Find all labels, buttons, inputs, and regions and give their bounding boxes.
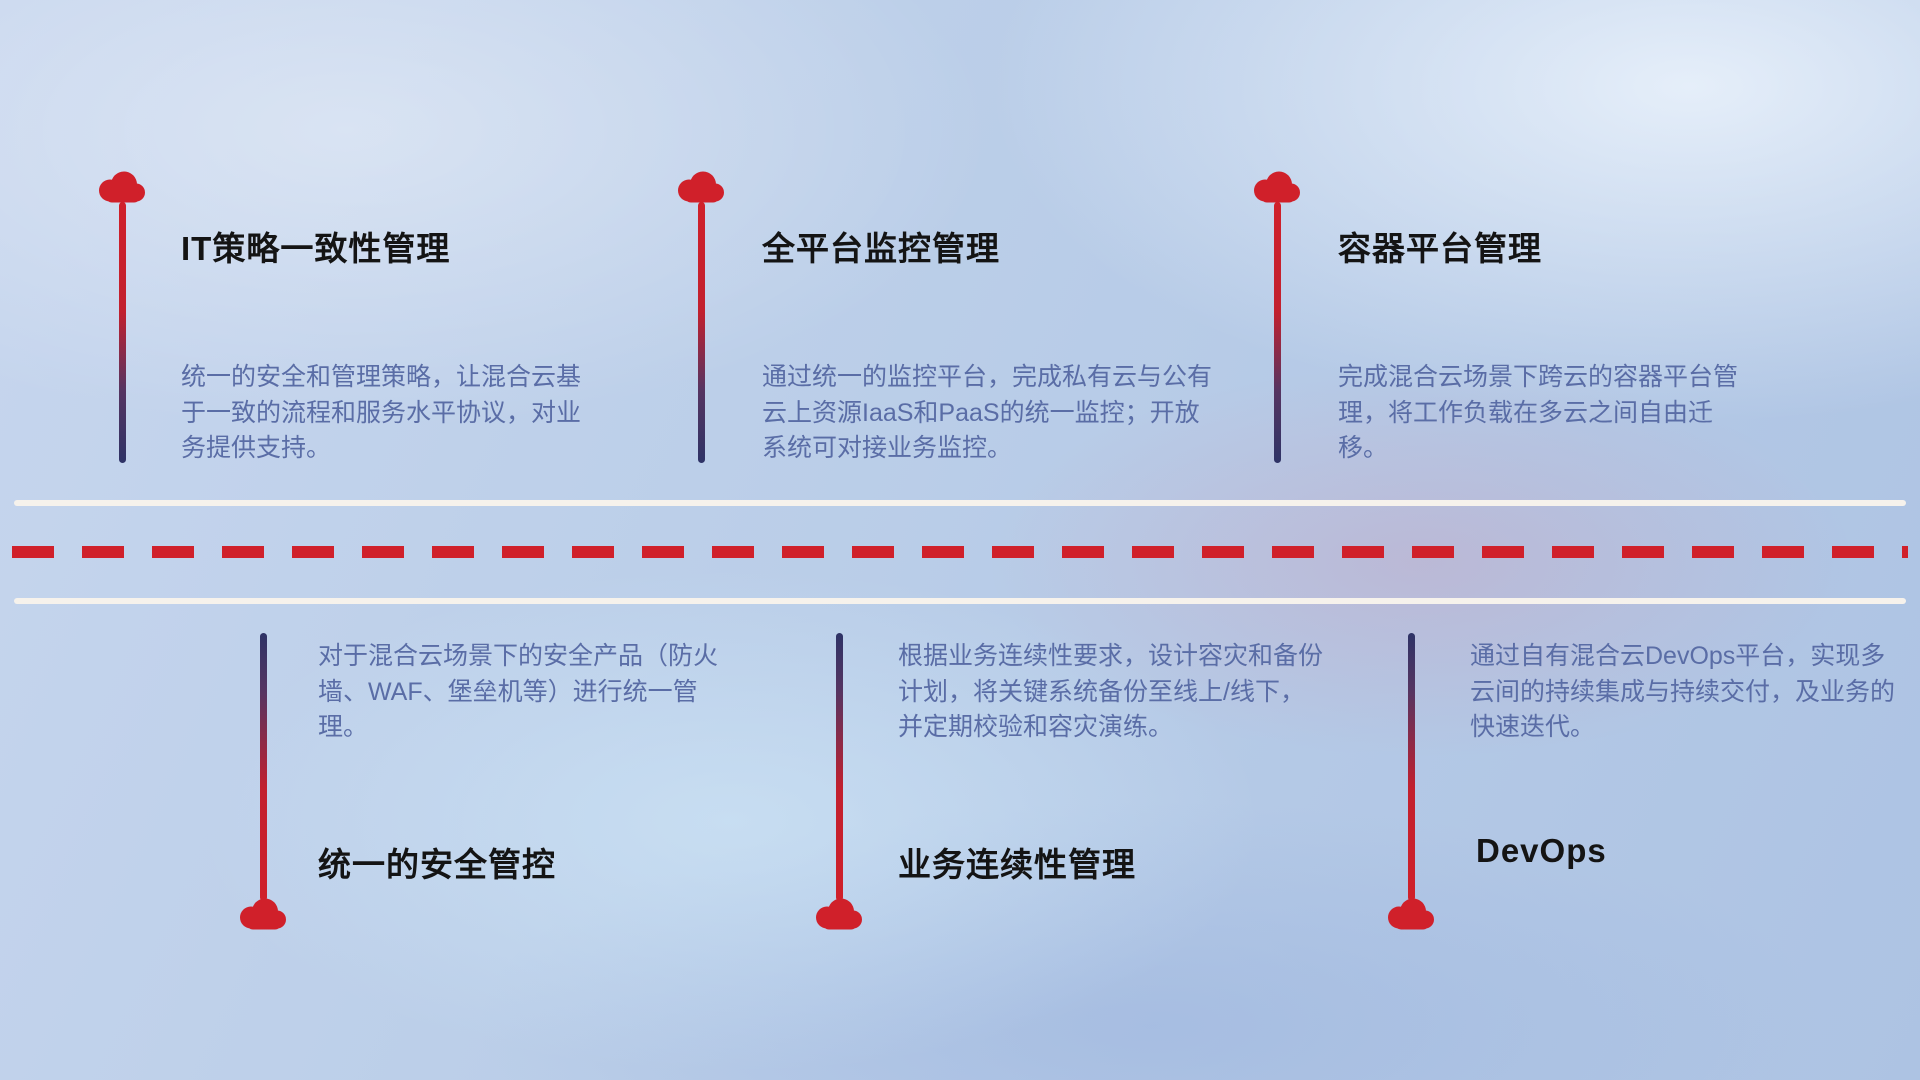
item-description: 对于混合云场景下的安全产品（防火墙、WAF、堡垒机等）进行统一管理。 xyxy=(318,642,719,741)
item-title: 统一的安全管控 xyxy=(318,846,556,883)
item-description: 统一的安全和管理策略，让混合云基于一致的流程和服务水平协议，对业务提供支持。 xyxy=(181,363,582,462)
cloud-icon xyxy=(1249,169,1305,206)
item-title: 容器平台管理 xyxy=(1338,230,1542,267)
item-description: 完成混合云场景下跨云的容器平台管理，将工作负载在多云之间自由迁移。 xyxy=(1338,363,1739,462)
item-title: IT策略一致性管理 xyxy=(181,230,451,267)
item-description: 通过自有混合云DevOps平台，实现多云间的持续集成与持续交付，及业务的快速迭代… xyxy=(1470,642,1896,741)
cloud-icon xyxy=(94,169,150,206)
cloud-icon xyxy=(1383,896,1439,933)
timeline-dashed-line xyxy=(12,546,1908,558)
item-description: 通过统一的监控平台，完成私有云与公有云上资源IaaS和PaaS的统一监控；开放系… xyxy=(762,363,1213,462)
item-title: DevOps xyxy=(1476,832,1607,869)
connector-line xyxy=(119,202,126,463)
timeline-upper-line xyxy=(14,500,1906,506)
item-title: 业务连续性管理 xyxy=(898,846,1136,883)
connector-line xyxy=(260,633,267,901)
item-title: 全平台监控管理 xyxy=(762,230,1000,267)
cloud-icon xyxy=(811,896,867,933)
timeline-lower-line xyxy=(14,598,1906,604)
cloud-icon xyxy=(235,896,291,933)
connector-line xyxy=(1408,633,1415,901)
item-description: 根据业务连续性要求，设计容灾和备份计划，将关键系统备份至线上/线下，并定期校验和… xyxy=(898,642,1324,741)
cloud-icon xyxy=(673,169,729,206)
connector-line xyxy=(1274,202,1281,463)
connector-line xyxy=(698,202,705,463)
connector-line xyxy=(836,633,843,901)
